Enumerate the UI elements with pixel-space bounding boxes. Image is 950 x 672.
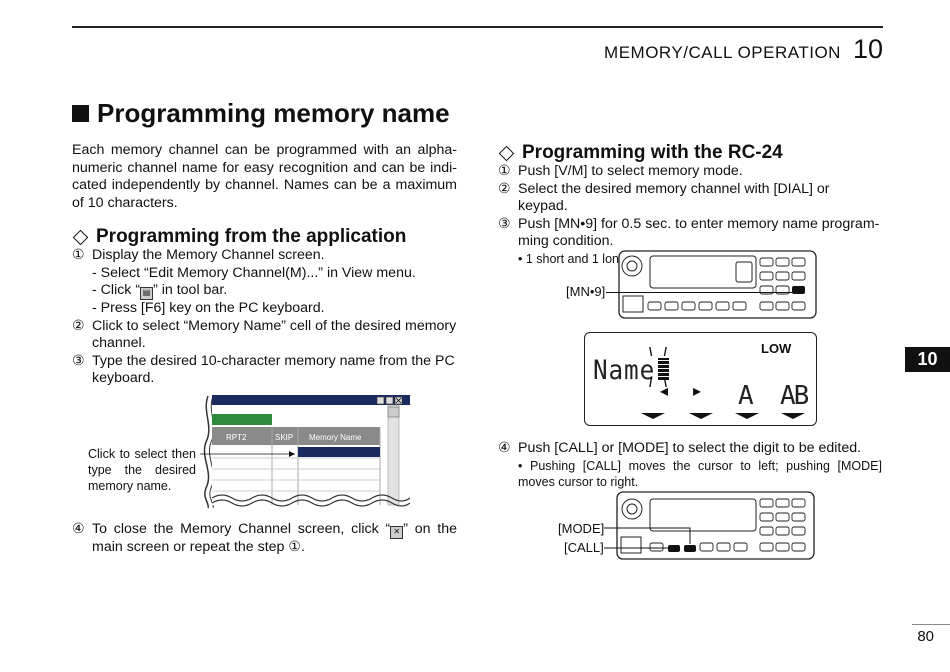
memory-channel-screen-illustration: RPT2 SKIP Memory Name [200,395,411,509]
step-text: To close the Memory Channel screen, clic… [92,521,457,557]
step-text: Display the Memory Channel screen. [92,247,325,263]
scrollbar [387,404,400,506]
step-marker: ④ [72,521,85,537]
left-heading: Programming from the application [72,226,406,248]
substep-text: - Click “ [92,282,141,298]
step-marker: ③ [72,352,85,369]
chapter-number: 10 [852,34,883,64]
mn9-key-highlight [792,286,805,294]
step-marker: ④ [498,440,511,456]
step-text: Push [V/M] to select memory mode. [518,163,743,179]
right-steps: ① Push [V/M] to select memory mode. ② Sele… [498,163,882,267]
lcd-seg-ab: AB [780,381,809,411]
step-marker: ③ [498,215,511,232]
step-row: ② Select the desired memory channel with … [498,181,882,216]
section-title: MEMORY/CALL OPERATION [604,43,841,62]
page-number: 80 [917,628,934,645]
mn9-leader [606,292,620,293]
page-number-rule [912,624,950,625]
diamond-icon [72,229,89,245]
step4-text-post: ” on the main screen or repeat the step … [92,521,457,555]
screen-callout: Click to select then type the desired me… [88,447,196,493]
maximize-icon [385,396,394,405]
column-header [212,427,380,445]
step-row: ④ To close the Memory Channel screen, cli… [72,521,457,557]
mn9-leader-line [620,292,792,293]
diamond-icon [498,145,515,161]
page-title: Programming memory name [72,98,450,129]
right-step-4: ④ Push [CALL] or [MODE] to select the dig… [498,440,882,490]
step-marker: ① [498,163,511,179]
mode-key-highlight [684,545,696,552]
close-window-icon: ✕ [390,526,404,539]
step-row: ③ Push [MN•9] for 0.5 sec. to enter memor… [498,216,882,251]
label-mn9: [MN•9] [566,284,606,299]
header-rule [72,26,883,28]
step-note: • Pushing [CALL] moves the cursor to lef… [518,458,882,489]
chapter-tab: 10 [905,347,950,372]
substep: - Click “▤” in tool bar. [72,282,457,300]
col-skip: SKIP [275,433,293,442]
blink-marks-icon: / \ [649,376,672,390]
lcd-underline-marks [641,413,805,419]
rc24-controller-illustration-2 [616,491,815,560]
right-heading-text: Programming with the RC-24 [522,142,783,163]
step4-text-pre: To close the Memory Channel screen, clic… [92,521,391,537]
lcd-cursor-block [658,358,669,380]
minimize-icon [376,396,385,405]
substep-text: ” in tool bar. [153,282,228,298]
lcd-segment-arrow-icon: ◂ [660,383,669,400]
step-text: Push [CALL] or [MODE] to select the digi… [518,440,862,456]
col-rpt2: RPT2 [226,433,247,442]
label-mode: [MODE] [558,521,605,536]
rc24-controller-illustration-1 [618,250,817,319]
square-bullet-icon [72,105,89,122]
lcd-display: LOW Name \ / / \ ◂ ▸ A AB [584,332,817,426]
left-heading-text: Programming from the application [96,226,407,247]
step-marker: ① [72,247,85,263]
substep: - Press [F6] key on the PC keyboard. [92,300,325,316]
blink-marks-icon: \ / [649,345,672,359]
step-row: ③ Type the desired 10-character memory na… [72,353,457,388]
step-text: Type the desired 10-character memory nam… [92,352,455,387]
left-steps: ① Display the Memory Channel screen. - Se… [72,247,457,388]
memory-name-cell-selected [298,447,380,457]
lcd-seg-a: A [738,381,754,411]
intro-paragraph: Each memory channel can be programmed wi… [72,142,457,211]
toolbar-icon: ▤ [140,287,154,300]
selected-row-marker [212,414,272,425]
left-step-4: ④ To close the Memory Channel screen, cli… [72,521,457,557]
title-bar [212,395,410,405]
step-row: ④ Push [CALL] or [MODE] to select the dig… [498,440,882,458]
step-text: Select the desired memory channel with [… [518,180,830,215]
running-header: MEMORY/CALL OPERATION 10 [604,34,883,65]
step-row: ① Display the Memory Channel screen. [72,247,457,265]
step-text: Click to select “Memory Name” cell of th… [92,317,457,352]
step-row: ② Click to select “Memory Name” cell of t… [72,318,457,353]
substep: - Select “Edit Memory Channel(M)...” in … [92,264,416,281]
step-marker: ② [498,180,511,197]
mode-call-leaders [604,527,691,549]
lcd-segment-arrow-icon: ▸ [693,383,702,400]
label-call: [CALL] [564,540,604,555]
lcd-name-text: Name [593,355,656,386]
step-row: ① Push [V/M] to select memory mode. [498,163,882,181]
lcd-low-indicator: LOW [761,341,792,356]
page-title-text: Programming memory name [97,98,450,128]
step-text: Push [MN•9] for 0.5 sec. to enter memory… [518,215,880,250]
col-memory-name: Memory Name [309,433,362,442]
step-marker: ② [72,317,85,334]
right-heading: Programming with the RC-24 [498,142,783,164]
